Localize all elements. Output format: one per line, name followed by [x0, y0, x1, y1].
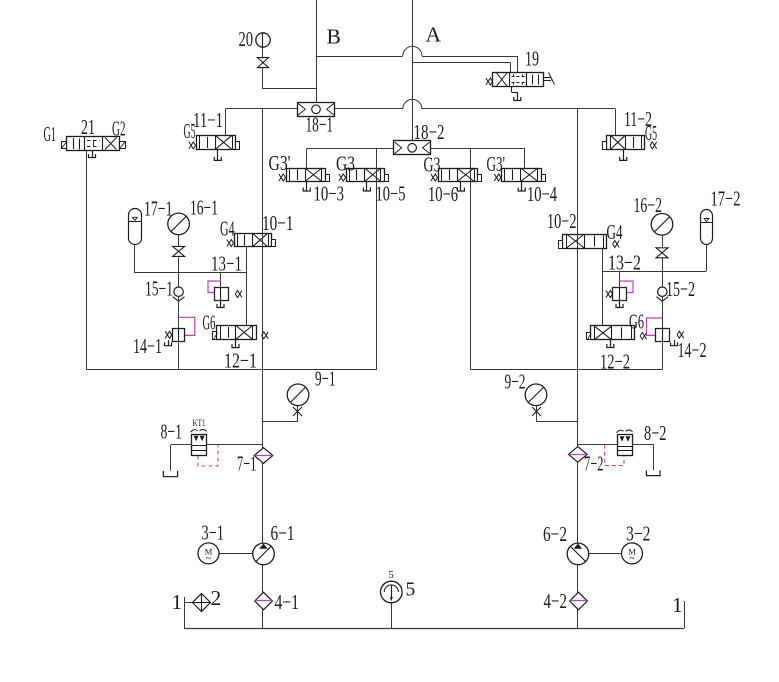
svg-text:8−2: 8−2 — [644, 421, 667, 445]
svg-text:18−1: 18−1 — [306, 113, 334, 137]
svg-text:10−1: 10−1 — [262, 211, 294, 235]
svg-text:19: 19 — [525, 47, 539, 71]
svg-text:G5: G5 — [184, 119, 196, 143]
svg-text:G3: G3 — [336, 152, 355, 176]
svg-text:A: A — [426, 23, 442, 47]
svg-text:G5: G5 — [645, 121, 657, 145]
svg-text:4−2: 4−2 — [544, 589, 568, 613]
svg-text:15−2: 15−2 — [666, 277, 695, 301]
svg-text:5: 5 — [406, 580, 416, 601]
svg-text:10−3: 10−3 — [314, 182, 345, 206]
svg-text:M: M — [628, 546, 636, 556]
svg-text:1: 1 — [672, 593, 683, 617]
svg-text:G3': G3' — [269, 151, 291, 175]
svg-text:6−1: 6−1 — [271, 521, 295, 545]
svg-text:13−1: 13−1 — [211, 252, 242, 276]
svg-text:G1: G1 — [44, 122, 57, 146]
svg-text:1: 1 — [172, 590, 183, 614]
svg-text:5: 5 — [389, 570, 394, 581]
svg-text:3−2: 3−2 — [626, 522, 651, 546]
svg-text:21: 21 — [81, 115, 95, 139]
svg-text:17−1: 17−1 — [144, 197, 173, 221]
svg-text:~: ~ — [629, 553, 635, 564]
svg-text:20: 20 — [239, 27, 254, 51]
svg-text:11−2: 11−2 — [624, 107, 652, 131]
svg-text:B: B — [327, 25, 341, 49]
svg-text:16−1: 16−1 — [190, 196, 218, 220]
svg-text:4−1: 4−1 — [275, 590, 300, 614]
svg-text:7−1: 7−1 — [237, 452, 257, 476]
svg-text:11−1: 11−1 — [193, 108, 223, 132]
svg-text:15−1: 15−1 — [145, 276, 173, 300]
svg-text:10−2: 10−2 — [547, 209, 577, 233]
svg-text:G2: G2 — [112, 117, 126, 141]
svg-text:G6: G6 — [203, 311, 216, 335]
svg-text:6−2: 6−2 — [543, 522, 567, 546]
svg-text:7−2: 7−2 — [584, 452, 604, 476]
svg-text:M: M — [205, 546, 213, 556]
svg-text:12−2: 12−2 — [600, 350, 630, 374]
svg-text:~: ~ — [206, 553, 212, 564]
svg-text:9−1: 9−1 — [315, 367, 336, 391]
svg-text:2: 2 — [211, 586, 222, 610]
svg-text:16−2: 16−2 — [634, 193, 663, 217]
svg-text:8−1: 8−1 — [161, 420, 183, 444]
svg-text:G6: G6 — [629, 310, 644, 334]
svg-text:14−2: 14−2 — [678, 338, 707, 362]
svg-text:14−1: 14−1 — [133, 334, 162, 358]
svg-text:KT1: KT1 — [193, 418, 206, 428]
svg-text:17−2: 17−2 — [711, 187, 741, 211]
svg-text:G4: G4 — [220, 217, 235, 241]
svg-text:10−4: 10−4 — [527, 182, 557, 206]
svg-text:10−5: 10−5 — [376, 182, 406, 206]
svg-text:9−2: 9−2 — [505, 370, 526, 394]
svg-text:G4: G4 — [607, 220, 623, 244]
svg-text:13−2: 13−2 — [608, 251, 641, 275]
svg-text:12−1: 12−1 — [224, 349, 257, 373]
svg-text:18−2: 18−2 — [414, 120, 445, 144]
svg-text:10−6: 10−6 — [428, 182, 458, 206]
svg-text:3−1: 3−1 — [202, 521, 225, 545]
svg-text:G3: G3 — [424, 153, 441, 177]
svg-text:G3': G3' — [487, 152, 506, 176]
